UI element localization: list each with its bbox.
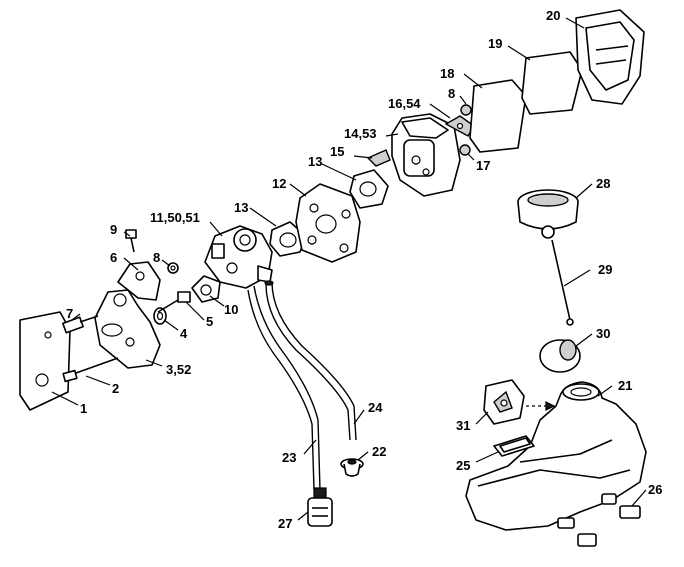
label-part-8a: 8 xyxy=(153,250,160,265)
part-24-fuel-hose xyxy=(264,280,357,441)
arrow-indicator xyxy=(526,401,556,411)
label-part-20: 20 xyxy=(546,8,560,23)
part-8b-washer xyxy=(460,104,472,116)
part-14-filter-housing xyxy=(391,113,461,197)
part-25-pad xyxy=(493,435,535,457)
label-part-15: 15 xyxy=(330,144,344,159)
label-part-8b: 8 xyxy=(448,86,455,101)
part-29-retainer-cord xyxy=(551,239,574,326)
part-21-fuel-tank xyxy=(465,381,647,531)
part-11-carburetor xyxy=(204,225,273,289)
label-part-25: 25 xyxy=(456,458,470,473)
label-part-18: 18 xyxy=(440,66,454,81)
label-part-29: 29 xyxy=(598,262,612,277)
label-part-21: 21 xyxy=(618,378,632,393)
callout-labels: 1 2 3,52 4 5 6 7 8 9 10 11,50,51 13 12 1… xyxy=(66,8,662,531)
part-6-bracket xyxy=(117,261,161,301)
part-3-manifold-block xyxy=(94,289,161,369)
part-31-gasket-plate xyxy=(483,379,525,425)
part-10-gasket xyxy=(191,275,221,303)
label-part-10: 10 xyxy=(224,302,238,317)
label-part-6: 6 xyxy=(110,250,117,265)
label-part-26: 26 xyxy=(648,482,662,497)
label-part-13a: 13 xyxy=(308,154,322,169)
label-part-7: 7 xyxy=(66,306,73,321)
label-part-3: 3,52 xyxy=(166,362,191,377)
label-part-22: 22 xyxy=(372,444,386,459)
label-part-17: 17 xyxy=(476,158,490,173)
part-8a-washer xyxy=(167,262,179,274)
part-12-flange-plate xyxy=(295,183,361,263)
part-13a-gasket xyxy=(349,169,389,209)
label-part-27: 27 xyxy=(278,516,292,531)
label-part-31: 31 xyxy=(456,418,470,433)
part-1-gasket xyxy=(19,311,71,411)
label-part-13b: 13 xyxy=(234,200,248,215)
part-2-long-screw xyxy=(62,357,119,383)
label-part-4: 4 xyxy=(180,326,188,341)
label-part-9: 9 xyxy=(110,222,117,237)
label-part-12: 12 xyxy=(272,176,286,191)
leader-lines xyxy=(51,17,647,521)
label-part-5: 5 xyxy=(206,314,213,329)
part-23-fuel-hose xyxy=(247,285,321,491)
part-28-fuel-cap xyxy=(517,189,579,239)
part-4-spacer xyxy=(153,307,167,325)
label-part-1: 1 xyxy=(80,401,87,416)
part-9-screw xyxy=(125,229,137,253)
label-part-2: 2 xyxy=(112,381,119,396)
part-18-filter-pad xyxy=(469,79,527,153)
part-20-filter-cover xyxy=(575,9,645,105)
part-26-feet xyxy=(577,505,641,547)
label-part-16: 16,54 xyxy=(388,96,421,111)
part-27-fuel-filter xyxy=(307,487,333,527)
part-17-nut xyxy=(459,144,471,156)
label-part-23: 23 xyxy=(282,450,296,465)
label-part-14: 14,53 xyxy=(344,126,377,141)
label-part-28: 28 xyxy=(596,176,610,191)
part-22-grommet xyxy=(340,458,364,477)
part-7-bolt xyxy=(62,315,99,334)
label-part-24: 24 xyxy=(368,400,383,415)
part-13b-gasket xyxy=(269,221,307,257)
label-part-30: 30 xyxy=(596,326,610,341)
label-part-19: 19 xyxy=(488,36,502,51)
part-30-retaining-ring xyxy=(539,339,581,373)
part-19-filter-element xyxy=(521,51,583,115)
label-part-11: 11,50,51 xyxy=(150,210,200,225)
part-5-bolt xyxy=(157,291,191,313)
part-15-clip xyxy=(366,149,391,167)
